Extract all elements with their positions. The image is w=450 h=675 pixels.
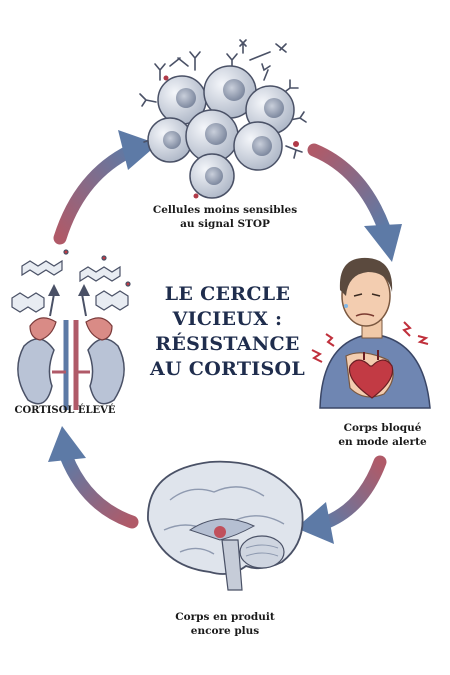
caption-line: encore plus [190,625,260,637]
arrow-body-to-brain [296,455,387,544]
title-line: LE CERCLE [164,283,291,305]
caption-cortisol: CORTISOL ÉLEVÉ [5,404,125,418]
title-line: VICIEUX : [172,308,283,330]
caption-line: Cellules moins sensibles [152,204,298,216]
caption-body: Corps bloqué en mode alerte [320,421,445,449]
caption-cells: Cellules moins sensibles au signal STOP [130,203,320,231]
kidney-icon [17,284,125,410]
heart-icon [348,350,394,399]
molecule-icon [11,249,131,313]
arrow-brain-to-cortisol [48,426,139,529]
diagram-title: LE CERCLE VICIEUX : RÉSISTANCE AU CORTIS… [140,282,315,382]
stressed-man-icon [311,257,431,409]
caption-line: CORTISOL ÉLEVÉ [14,405,116,416]
caption-line: au signal STOP [180,218,270,230]
title-line: RÉSISTANCE [155,333,300,355]
arrow-cells-to-body [307,143,402,262]
title-line: AU CORTISOL [149,358,305,380]
caption-line: Corps bloqué [343,422,422,434]
caption-line: en mode alerte [338,436,427,448]
brain-icon [147,460,304,591]
caption-line: Corps en produit [175,611,275,623]
arrow-cortisol-to-cells [53,130,158,245]
cell-cluster-icon [139,39,307,199]
caption-brain: Corps en produit encore plus [150,610,300,638]
